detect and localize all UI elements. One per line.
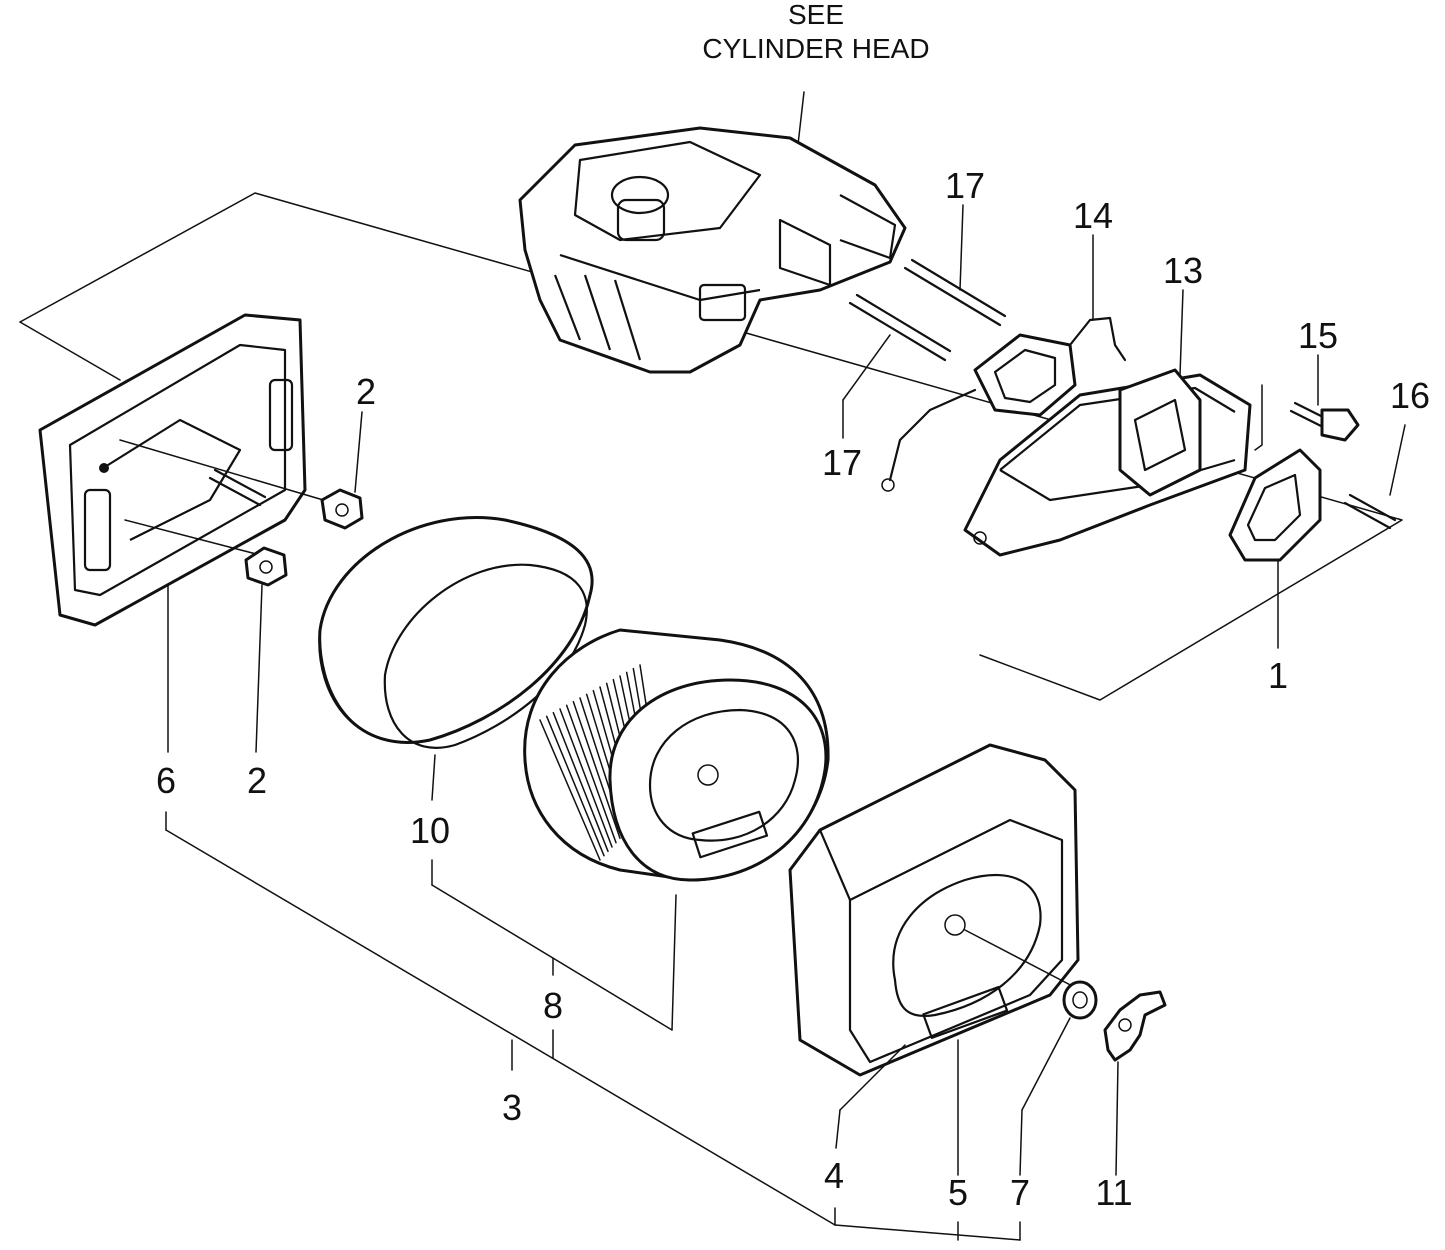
muffler <box>963 368 1252 557</box>
leader-4-v <box>835 1109 841 1149</box>
air-cleaner-base <box>38 313 331 627</box>
leader-2-upper <box>354 411 363 493</box>
gasket-bracket <box>881 316 1127 492</box>
stud-lower <box>848 293 952 362</box>
pleat-line <box>552 711 609 853</box>
leader-4-d <box>839 1044 906 1111</box>
group-bracket-3 <box>165 811 1021 1241</box>
callout-17-lower: 17 <box>822 442 862 483</box>
seal-washer <box>1062 980 1098 1020</box>
pleat-line <box>565 704 617 844</box>
flange-bolt <box>1289 401 1360 442</box>
air-cleaner-cover <box>788 743 1081 1077</box>
callout-8: 8 <box>543 985 563 1026</box>
leader-11 <box>1115 1061 1119 1176</box>
callout-2-upper: 2 <box>356 371 376 412</box>
leader-7-d <box>1021 1017 1071 1111</box>
pre-cleaner <box>318 516 594 749</box>
group-bracket-8 <box>431 859 677 1031</box>
header-see: SEE <box>788 0 844 30</box>
callout-3: 3 <box>502 1087 522 1128</box>
callout-16: 16 <box>1390 375 1430 416</box>
callout-10: 10 <box>410 810 450 851</box>
pleat-line <box>572 700 621 840</box>
leader-10 <box>431 754 436 801</box>
callout-6: 6 <box>156 760 176 801</box>
callout-4: 4 <box>824 1155 844 1196</box>
callout-11: 11 <box>1095 1172 1132 1213</box>
group-bracket-cover <box>834 1207 1021 1241</box>
stud-upper <box>903 258 1007 327</box>
leader-2-lower <box>255 584 263 753</box>
callout-1: 1 <box>1268 655 1288 696</box>
leader-16 <box>1389 424 1406 496</box>
callout-14: 14 <box>1073 195 1113 236</box>
leader-7-v <box>1019 1109 1023 1176</box>
callout-5: 5 <box>948 1172 968 1213</box>
stud-16 <box>1343 493 1397 530</box>
callout-13: 13 <box>1163 250 1203 291</box>
cylinder-head <box>518 126 907 374</box>
callout-17-upper: 17 <box>945 165 985 206</box>
leader-17-lower-d <box>842 334 891 401</box>
callout-15: 15 <box>1298 315 1338 356</box>
pleat-line <box>539 719 601 861</box>
callout-7: 7 <box>1010 1172 1030 1213</box>
pleat-line <box>545 715 605 857</box>
pleat-line <box>559 708 613 848</box>
wing-nut <box>1103 990 1167 1062</box>
muffler-gasket <box>1228 448 1322 562</box>
callout-2-lower: 2 <box>247 760 267 801</box>
muffler-bracket-line <box>1254 384 1263 451</box>
leader-17-upper <box>959 204 964 291</box>
nut-lower <box>244 546 288 587</box>
nut-upper <box>320 488 364 530</box>
leader-13 <box>1179 289 1184 376</box>
header-cylinder-head: CYLINDER HEAD <box>702 33 929 64</box>
paper-element <box>523 628 830 882</box>
upper-group-outline <box>19 192 1403 701</box>
